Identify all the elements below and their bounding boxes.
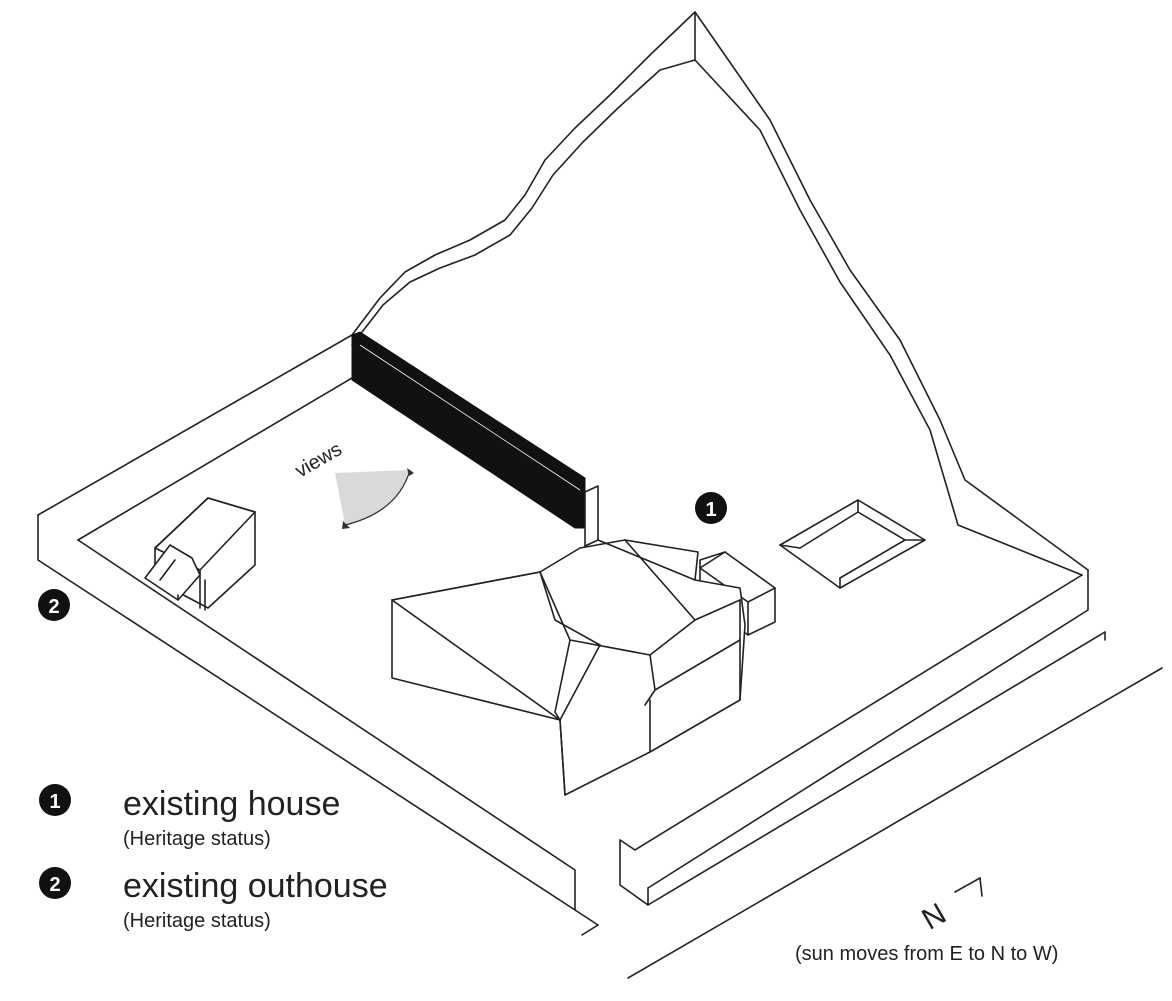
marker-house: 1 [695,492,727,524]
marker-outhouse-number: 2 [48,596,59,618]
legend-outhouse-number: 2 [49,874,60,896]
pit [779,499,926,589]
north-arrow: N [917,877,983,937]
legend-house-subtitle: (Heritage status) [123,828,271,850]
marker-outhouse: 2 [38,589,70,621]
legend-outhouse-subtitle: (Heritage status) [123,910,271,932]
legend: 1 existing house (Heritage status) 2 exi… [39,784,388,932]
legend-outhouse-title: existing outhouse [123,867,388,905]
marker-house-number: 1 [705,499,716,521]
legend-house-number: 1 [49,791,60,813]
sun-note: (sun moves from E to N to W) [795,943,1058,965]
view-cone [335,468,414,529]
hill-outline [351,11,1089,576]
site-boundary-wall-right [619,569,1163,979]
outhouse-building [144,497,256,611]
legend-item-house: 1 existing house (Heritage status) [39,784,340,850]
legend-item-outhouse: 2 existing outhouse (Heritage status) [39,867,388,932]
north-label: N [917,897,952,936]
legend-house-title: existing house [123,785,340,823]
existing-house [391,485,776,796]
site-boundary-wall-left [37,334,599,936]
